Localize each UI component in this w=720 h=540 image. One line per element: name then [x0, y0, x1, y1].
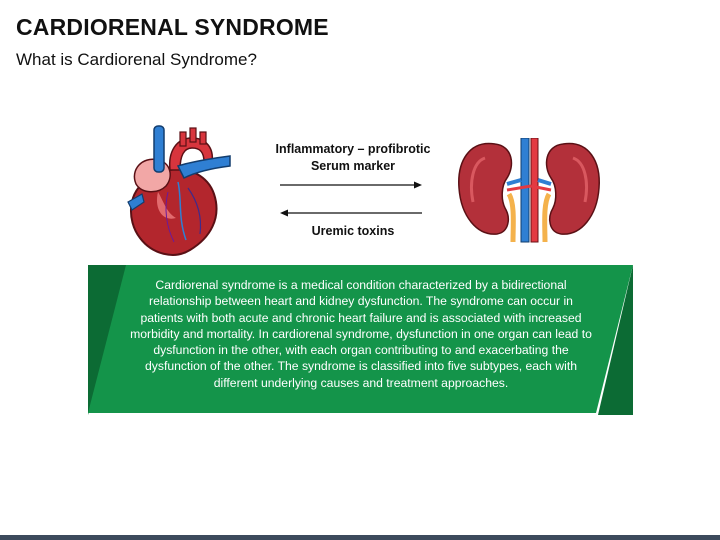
panel-background	[88, 265, 633, 415]
bottom-flow-label: Uremic toxins	[311, 224, 395, 238]
top-flow-label-line2: Serum marker	[310, 159, 396, 173]
slide-subtitle: What is Cardiorenal Syndrome?	[16, 50, 257, 69]
top-flow-label-line1: Inflammatory – profibrotic	[275, 142, 431, 156]
description-text: Cardiorenal syndrome is a medical condit…	[130, 278, 592, 390]
arrow-left-icon	[280, 209, 422, 217]
slide-title: CARDIORENAL SYNDROME	[16, 14, 329, 40]
bottom-bar	[0, 535, 720, 540]
kidneys-illustration	[458, 138, 600, 243]
top-flow-label: Inflammatory – profibrotic Serum marker	[253, 141, 453, 175]
description-panel	[88, 265, 633, 415]
heart-illustration	[127, 125, 231, 256]
arrow-right-icon	[280, 181, 422, 189]
